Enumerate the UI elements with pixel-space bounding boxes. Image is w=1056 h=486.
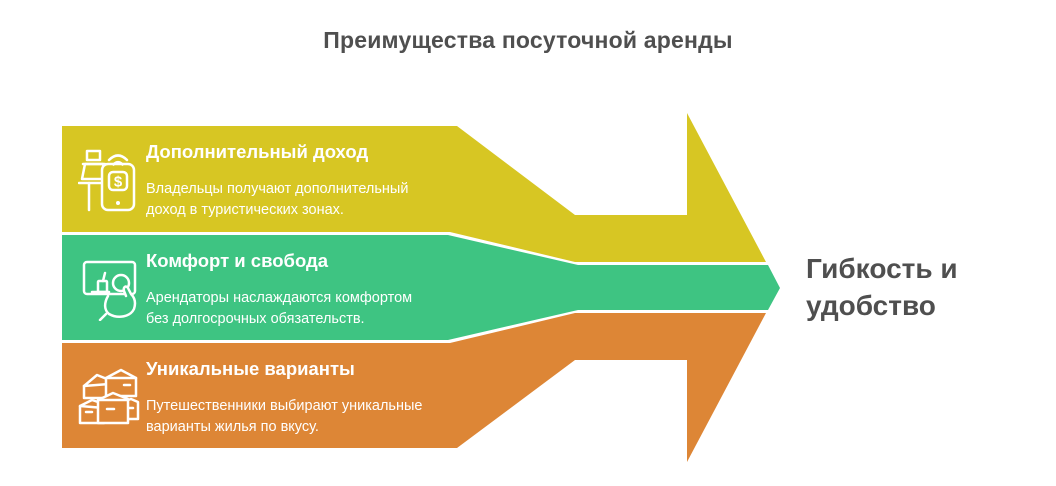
houses-cluster-icon [76, 366, 140, 430]
band-shape-green [62, 235, 780, 340]
person-armchair-screen-icon [78, 257, 142, 321]
step-description: Арендаторы наслаждаются комфортом без до… [146, 290, 413, 327]
page-title: Преимущества посуточной аренды [323, 27, 733, 53]
band-shape-yellow [62, 113, 766, 262]
cash-register-phone-icon: $ [78, 148, 142, 212]
step-unique-options: Уникальные варианты Путешественники выби… [62, 343, 462, 448]
step-comfort-freedom: Комфорт и свобода Арендаторы наслаждаютс… [62, 235, 462, 340]
svg-text:$: $ [114, 174, 123, 191]
result-label: Гибкость и удобство [806, 253, 958, 321]
step-additional-income: $ Дополнительный доход Владельцы получаю… [62, 126, 462, 232]
step-heading: Уникальные варианты [146, 358, 355, 379]
step-description: Путешественники выбирают уникальные вари… [146, 398, 423, 435]
step-description: Владельцы получают дополнительный доход … [146, 181, 409, 218]
band-shape-orange [62, 313, 766, 462]
step-heading: Комфорт и свобода [146, 250, 329, 271]
step-heading: Дополнительный доход [146, 141, 369, 162]
